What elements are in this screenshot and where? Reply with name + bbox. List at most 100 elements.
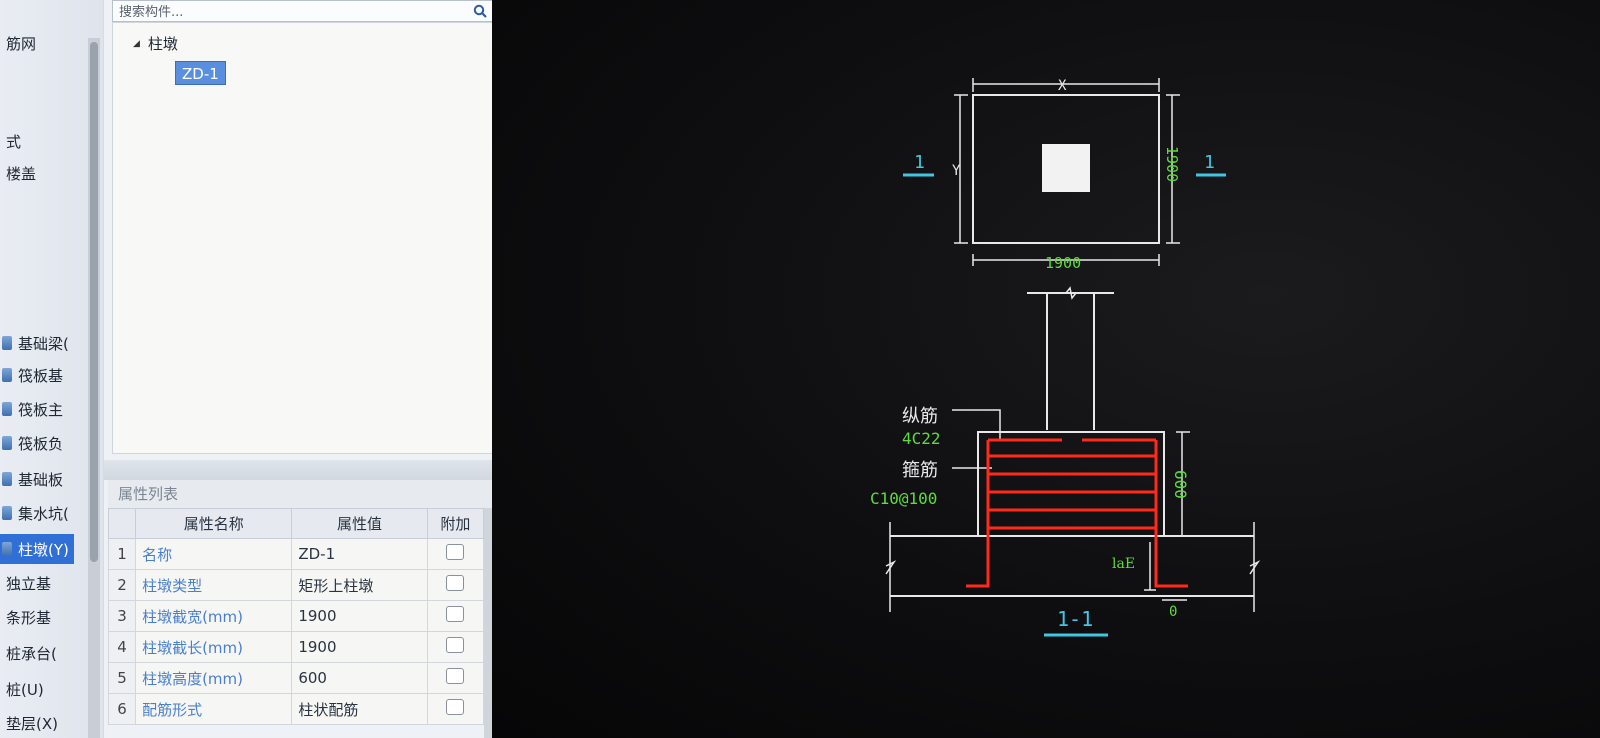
header-value: 属性值 (291, 508, 428, 539)
property-extra-cell (426, 600, 485, 632)
component-list: ◢ 柱墩 ZD-1 (112, 22, 494, 454)
long-bar-label: 纵筋 (902, 406, 938, 427)
panel-splitter[interactable] (104, 460, 492, 480)
anchor-length-label: laE (1112, 556, 1135, 572)
left-tree-scroll-thumb[interactable] (90, 42, 98, 562)
tree-item-label: 垫层(X) (6, 714, 58, 733)
property-value[interactable]: 600 (291, 662, 428, 694)
tree-item-2[interactable]: 楼盖 (0, 158, 88, 188)
property-name: 柱墩截宽(mm) (135, 600, 293, 632)
tree-item-6[interactable]: 筏板负 (0, 428, 88, 458)
offset-dim: 0 (1169, 604, 1177, 620)
tree-item-label: 筏板主 (18, 400, 64, 419)
tree-item-0[interactable]: 筋网 (0, 28, 88, 58)
pier-section-drawing: X Y 1900 1900 1 1 (870, 78, 1261, 637)
tree-item-label: 条形基 (6, 608, 52, 627)
tree-item-label: 楼盖 (6, 164, 37, 183)
section-mark-right: 1 (1204, 152, 1215, 173)
tree-item-label: 桩(U) (6, 680, 44, 699)
tree-item-label: 筏板基 (18, 366, 64, 385)
tree-item-7[interactable]: 基础板 (0, 464, 88, 494)
tree-item-label: 独立基 (6, 574, 52, 593)
search-input[interactable] (113, 2, 453, 23)
plan-column (1042, 144, 1090, 192)
property-extra-cell (426, 662, 485, 694)
tree-item-13[interactable]: 桩(U) (0, 674, 88, 704)
tree-item-label: 集水坑( (18, 504, 69, 523)
rebar-group (966, 438, 1188, 588)
left-tree-scrollbar[interactable] (88, 38, 100, 738)
header-extra: 附加 (426, 508, 485, 539)
extra-checkbox[interactable] (446, 544, 465, 560)
properties-header-row: 属性名称 属性值 附加 (107, 508, 485, 539)
property-extra-cell (426, 693, 485, 725)
tree-item-label: 柱墩(Y) (18, 540, 69, 559)
row-number: 1 (107, 538, 137, 570)
tree-item-label: 筏板负 (18, 434, 64, 453)
extra-checkbox[interactable] (446, 637, 465, 653)
component-type-icon (2, 472, 12, 486)
property-name: 柱墩类型 (135, 569, 293, 601)
property-value[interactable]: 矩形上柱墩 (291, 569, 428, 601)
tree-item-11[interactable]: 条形基 (0, 602, 88, 632)
plan-height-dim: 1900 (1163, 146, 1181, 182)
tree-item-label: 式 (6, 132, 22, 151)
extra-checkbox[interactable] (446, 606, 465, 622)
cad-drawing-canvas[interactable]: X Y 1900 1900 1 1 (492, 0, 1600, 738)
caret-down-icon[interactable]: ◢ (133, 38, 140, 49)
tree-item-14[interactable]: 垫层(X) (0, 708, 88, 738)
properties-scrollbar[interactable] (484, 508, 492, 738)
row-number: 6 (107, 693, 137, 725)
extra-checkbox[interactable] (446, 575, 465, 591)
property-extra-cell (426, 538, 485, 570)
tree-item-label: 基础板 (18, 470, 64, 489)
extra-checkbox[interactable] (446, 699, 465, 715)
property-value[interactable]: 1900 (291, 600, 428, 632)
long-bar-value: 4C22 (902, 429, 941, 448)
search-box (112, 0, 494, 23)
tree-item-label: 筋网 (6, 34, 37, 53)
property-value[interactable]: ZD-1 (291, 538, 428, 570)
property-extra-cell (426, 631, 485, 663)
property-value[interactable]: 柱状配筋 (291, 693, 428, 725)
stirrup-value: C10@100 (870, 489, 937, 508)
tree-item-12[interactable]: 桩承台( (0, 638, 88, 668)
section-view (885, 286, 1261, 612)
tree-item-10[interactable]: 独立基 (0, 568, 88, 598)
tree-item-selected[interactable]: ZD-1 (175, 61, 226, 85)
component-type-icon (2, 436, 12, 450)
property-extra-cell (426, 569, 485, 601)
tree-item-1[interactable]: 式 (0, 126, 88, 156)
tree-item-4[interactable]: 筏板基 (0, 360, 88, 390)
tree-category-node[interactable]: ◢ 柱墩 (133, 33, 178, 54)
tree-item-3[interactable]: 基础梁( (0, 328, 88, 358)
component-type-icon (2, 368, 12, 382)
stirrup-label: 箍筋 (902, 460, 938, 481)
row-number: 4 (107, 631, 137, 663)
tree-item-9[interactable]: 柱墩(Y) (0, 534, 74, 564)
section-mark-left: 1 (914, 152, 925, 173)
component-type-tree: 筋网式楼盖基础梁( 筏板基筏板主筏板负基础板集水坑( 柱墩(Y) 独立基条形基桩承台(… (0, 0, 103, 738)
property-name: 配筋形式 (135, 693, 293, 725)
plan-outline (972, 94, 1160, 244)
plan-width-dim: 1900 (1045, 254, 1081, 272)
property-value[interactable]: 1900 (291, 631, 428, 663)
header-name: 属性名称 (135, 508, 293, 539)
component-type-icon (2, 336, 12, 350)
tree-item-5[interactable]: 筏板主 (0, 394, 88, 424)
search-icon[interactable] (473, 4, 487, 18)
tree-category-label: 柱墩 (147, 35, 178, 53)
plan-label-x: X (1058, 78, 1067, 94)
tree-item-8[interactable]: 集水坑( (0, 498, 88, 528)
component-panel: ◢ 柱墩 ZD-1 属性列表 属性名称 属性值 附加 1名称ZD-12柱墩类型矩… (104, 0, 494, 738)
pier-height-dim: 600 (1171, 470, 1190, 499)
row-number: 5 (107, 662, 137, 694)
extra-checkbox[interactable] (446, 668, 465, 684)
